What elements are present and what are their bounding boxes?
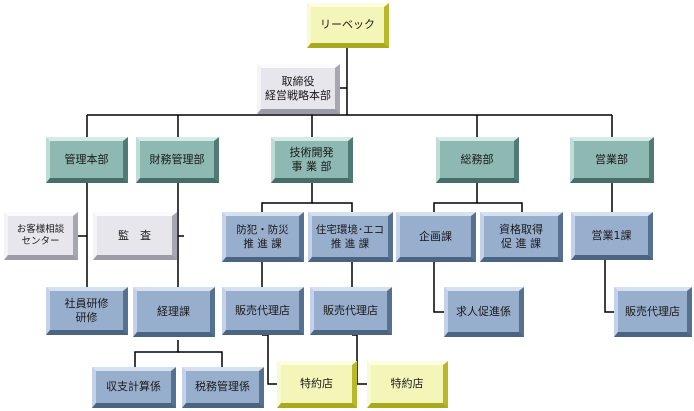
node-label: 管理本部 [64,152,109,166]
connector [312,202,353,212]
node-special-agent-2: 特約店 [367,361,448,408]
node-label: 防犯・防災 推 進 課 [236,223,289,250]
node-housing-eco: 住宅環境･エコ 推 進 課 [308,212,393,262]
node-label: 経理課 [157,304,190,318]
node-label: 営業1課 [591,228,632,242]
node-sales-agency-2: 販売代理店 [310,287,392,335]
node-label: 社員研修 研修 [64,296,109,324]
node-label: 取締役 経営戦略本部 [265,74,331,102]
node-gijutsu-kaihatsu: 技術開発 事 業 部 [271,137,353,183]
node-sales-agency-3: 販売代理店 [614,287,692,337]
node-recruitment: 求人促進係 [444,287,524,337]
node-customer-consultation: お客様相談 センター [4,212,78,260]
connector [352,334,367,385]
node-kanri-honbu: 管理本部 [46,137,128,183]
connector [261,183,313,212]
node-label: 営業部 [595,152,628,166]
node-staff-training: 社員研修 研修 [46,287,128,335]
connector [477,202,523,212]
node-top-liebeck: リーベック [307,3,389,48]
node-label: 技術開発 事 業 部 [289,145,334,173]
node-qualification-promotion: 資格取得 促 進 課 [480,212,563,262]
node-eigyo: 営業部 [570,137,654,183]
node-sales-agency-1: 販売代理店 [222,287,304,335]
node-revenue-calculation: 収支計算係 [92,367,176,408]
node-label: 総務部 [460,152,494,166]
node-strategy-headquarters: 取締役 経営戦略本部 [257,64,340,114]
node-somu: 総務部 [436,137,519,183]
node-label: 特約店 [390,377,424,390]
node-special-agent-1: 特約店 [277,361,357,408]
connector [433,262,444,313]
node-sales-section-1: 営業1課 [571,212,653,260]
node-label: 収支計算係 [106,380,161,393]
node-crime-disaster-prevention: 防犯・防災 推 進 課 [222,212,304,262]
node-label: 監 査 [118,228,151,242]
node-label: 販売代理店 [235,303,290,317]
node-label: 財務管理部 [149,152,205,166]
connector [262,334,277,385]
node-label: 税務管理係 [195,380,250,393]
node-label: お客様相談 センター [16,223,65,247]
node-tax-management: 税務管理係 [182,367,264,408]
node-label: 企画課 [419,229,452,243]
node-planning: 企画課 [396,212,476,262]
connector [433,183,478,212]
node-label: 住宅環境･エコ 推 進 課 [315,223,385,250]
node-accounting: 経理課 [133,287,215,337]
node-audit: 監 査 [93,212,177,260]
connector [178,351,223,367]
node-label: 販売代理店 [323,303,378,317]
node-label: リーベック [320,18,375,31]
node-label: 特約店 [300,377,333,390]
node-label: 資格取得 促 進 課 [499,222,543,250]
node-label: 求人促進係 [456,304,511,318]
node-label: 販売代理店 [625,304,680,318]
node-zaimu-kanri: 財務管理部 [136,137,219,183]
connector [134,340,179,367]
connector [604,260,614,313]
